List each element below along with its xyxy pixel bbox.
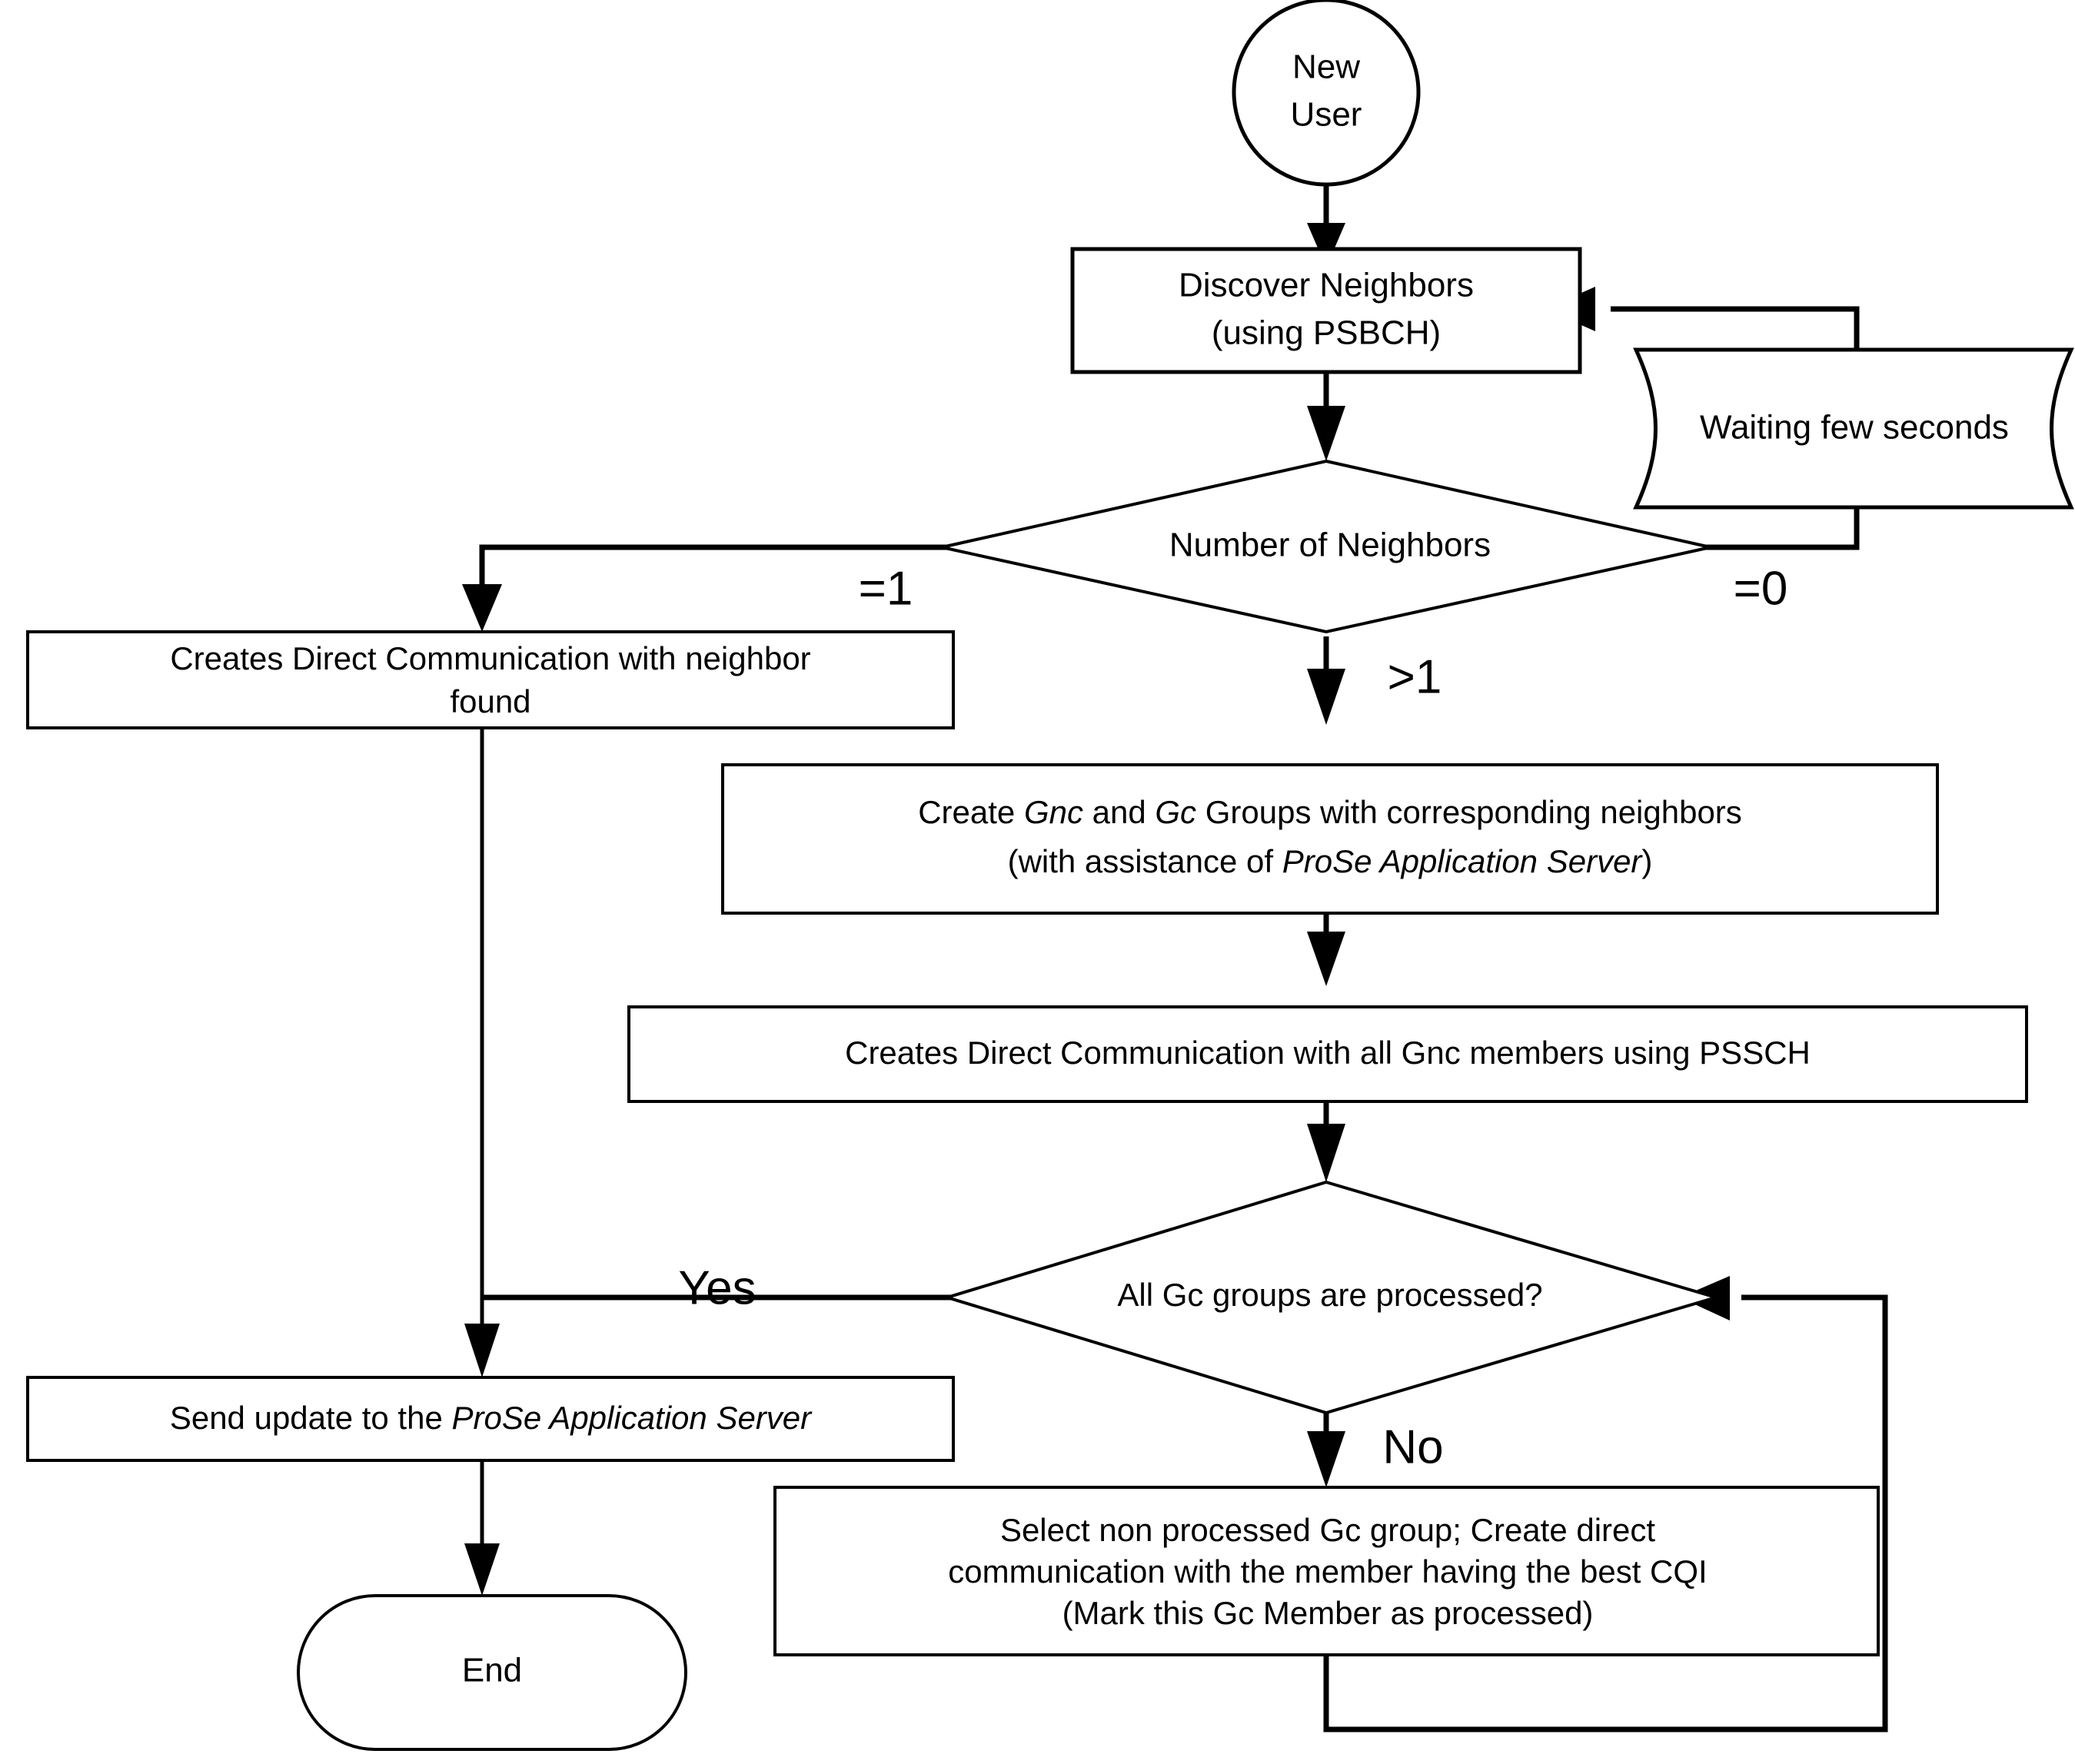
decision-gc-label: All Gc groups are processed?: [1117, 1277, 1542, 1313]
select-gc-line-2: communication with the member having the…: [948, 1553, 1707, 1590]
new-user-line-2: User: [1291, 96, 1362, 134]
edge-direct-gnc-to-decision-gc: [1307, 1101, 1345, 1182]
edge-label-eq-one: =1: [859, 562, 913, 615]
edge-discover-to-decision: [1307, 372, 1345, 461]
create-groups-line-2: (with assistance of ProSe Application Se…: [1008, 843, 1653, 879]
edge-create-groups-to-direct-gnc: [1307, 913, 1345, 986]
create-groups-l2-prose: ProSe Application Server: [1282, 843, 1644, 879]
node-discover-neighbors[interactable]: Discover Neighbors (using PSBCH): [1070, 247, 1582, 374]
discover-line-1: Discover Neighbors: [1179, 267, 1474, 304]
create-groups-l1-gnc: Gnc: [1024, 794, 1083, 830]
send-update-label: Send update to the ProSe Application Ser…: [170, 1400, 813, 1436]
create-groups-l1-pre: Create: [918, 794, 1024, 830]
edge-decision-gt1-to-create-groups: [1307, 636, 1345, 725]
node-create-gnc-gc-groups[interactable]: Create Gnc and Gc Groups with correspond…: [721, 763, 1939, 915]
edge-decision-eq1-to-direct-one: [462, 544, 953, 632]
edge-trunk-left: [464, 728, 500, 1377]
node-number-of-neighbors[interactable]: Number of Neighbors: [941, 459, 1711, 634]
node-all-gc-groups-processed[interactable]: All Gc groups are processed?: [942, 1180, 1722, 1415]
create-groups-l1-post: Groups with corresponding neighbors: [1196, 794, 1742, 830]
node-direct-communication-all-gnc[interactable]: Creates Direct Communication with all Gn…: [627, 1005, 2028, 1103]
node-select-non-processed-gc[interactable]: Select non processed Gc group; Create di…: [773, 1486, 1880, 1656]
create-groups-l2-post: ): [1641, 843, 1652, 879]
edge-start-to-discover: [1307, 184, 1345, 267]
node-waiting-few-seconds[interactable]: Waiting few seconds: [1633, 347, 2074, 510]
end-label: End: [462, 1652, 522, 1689]
create-groups-l1-mid: and: [1083, 794, 1155, 830]
node-direct-communication-neighbor-found[interactable]: Creates Direct Communication with neighb…: [26, 630, 955, 729]
select-gc-line-1: Select non processed Gc group; Create di…: [1000, 1512, 1655, 1548]
discover-line-2: (using PSBCH): [1212, 314, 1441, 352]
new-user-line-1: New: [1292, 48, 1360, 86]
direct-gnc-label: Creates Direct Communication with all Gn…: [845, 1035, 1811, 1071]
send-update-prose: ProSe Application Server: [451, 1400, 813, 1436]
node-new-user[interactable]: New User: [1232, 0, 1421, 187]
decision-neighbors-label: Number of Neighbors: [1169, 527, 1491, 564]
edge-waiting-to-discover: [1545, 287, 1860, 350]
send-update-pre: Send update to the: [170, 1400, 452, 1436]
edge-label-yes: Yes: [678, 1261, 756, 1314]
edge-label-gt-one: >1: [1388, 650, 1442, 703]
create-groups-line-1: Create Gnc and Gc Groups with correspond…: [918, 794, 1742, 830]
direct-one-line-2: found: [450, 683, 530, 719]
create-groups-l2-pre: (with assistance of: [1008, 843, 1282, 879]
waiting-label: Waiting few seconds: [1700, 409, 2009, 447]
node-send-update[interactable]: Send update to the ProSe Application Ser…: [26, 1376, 955, 1462]
edge-label-no: No: [1382, 1420, 1443, 1473]
edge-decision-gc-no: [1307, 1413, 1345, 1487]
create-groups-l1-gc: Gc: [1155, 794, 1196, 830]
edge-label-eq-zero: =0: [1734, 562, 1788, 615]
edge-send-update-to-end: [464, 1460, 500, 1596]
direct-one-line-1: Creates Direct Communication with neighb…: [170, 640, 810, 676]
select-gc-line-3: (Mark this Gc Member as processed): [1062, 1595, 1594, 1631]
node-end[interactable]: End: [297, 1594, 687, 1751]
